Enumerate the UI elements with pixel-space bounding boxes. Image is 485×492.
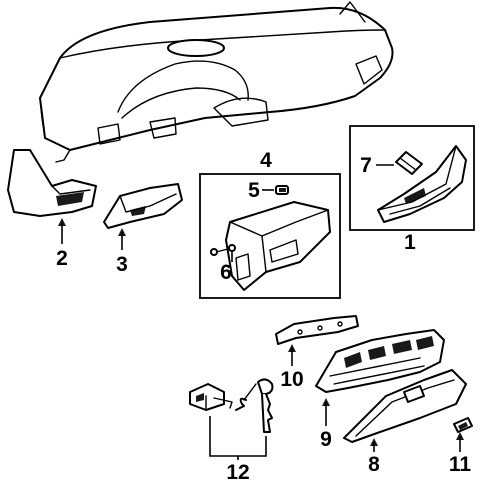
callout-12: 12 — [226, 461, 249, 484]
striker-icon — [453, 417, 473, 433]
callout-9: 9 — [320, 428, 332, 451]
callout-5: 5 — [248, 179, 260, 202]
leader-10-arrow — [288, 344, 296, 352]
callout-7: 7 — [360, 154, 372, 177]
leader-8-arrow — [370, 438, 378, 446]
lock-cylinder-icon — [275, 185, 289, 195]
lower-trim-icon — [103, 183, 183, 229]
leader-11-arrow — [456, 432, 464, 440]
callout-11: 11 — [449, 453, 472, 476]
compartment-door-icon — [343, 369, 467, 443]
callout-8: 8 — [368, 453, 380, 476]
instrument-panel-icon — [39, 1, 394, 163]
lock-cylinder-icon — [395, 151, 423, 175]
leader-2-arrow — [58, 218, 66, 226]
callout-2: 2 — [56, 247, 68, 270]
lock-housing-icon — [189, 383, 233, 411]
end-cover-icon — [7, 149, 97, 217]
compartment-assembly-icon — [377, 145, 467, 223]
hinge-bracket-icon — [275, 315, 359, 345]
part-1-box — [349, 125, 475, 231]
inner-door-frame-icon — [315, 329, 445, 393]
part-4-box — [199, 173, 341, 299]
screw-icon — [210, 244, 236, 256]
callout-1: 1 — [404, 231, 416, 254]
bracket-12 — [209, 416, 267, 457]
callout-3: 3 — [116, 253, 128, 276]
callout-6: 6 — [220, 261, 232, 284]
leader-3-arrow — [118, 228, 126, 236]
callout-4: 4 — [260, 149, 272, 172]
callout-10: 10 — [280, 368, 303, 391]
leader-9-arrow — [322, 398, 330, 406]
key-icon — [235, 378, 274, 433]
glove-compartment-bin-icon — [225, 201, 331, 291]
